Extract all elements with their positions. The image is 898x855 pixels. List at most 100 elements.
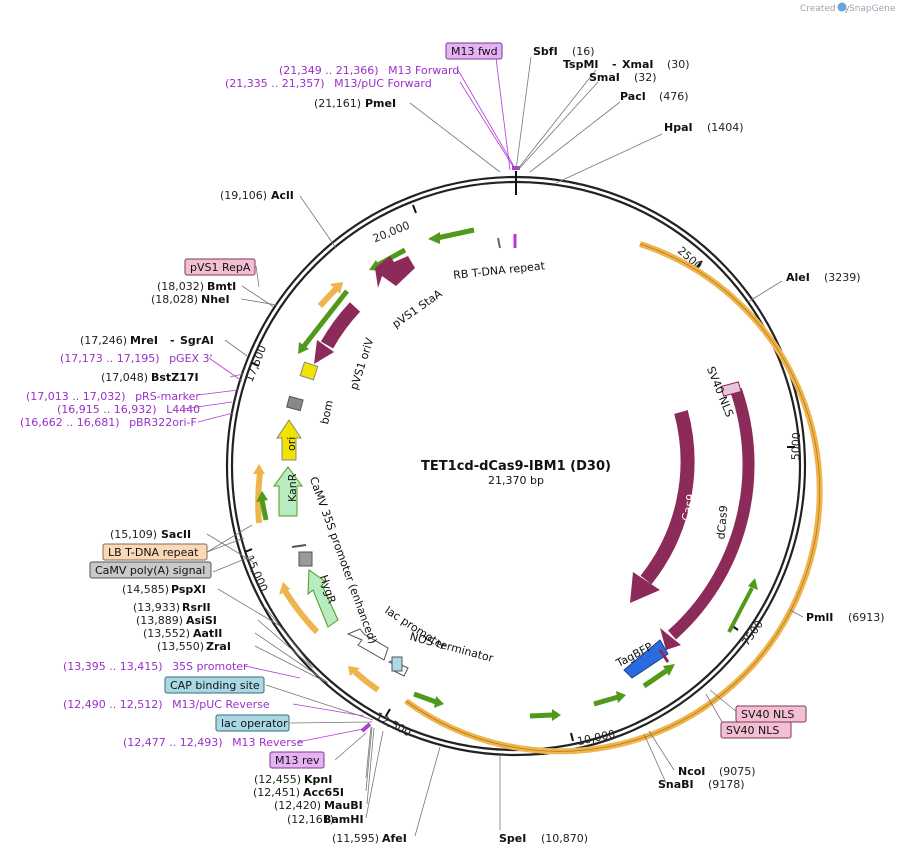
tick-20000 bbox=[412, 204, 417, 214]
features bbox=[253, 166, 823, 755]
site-paci-pos: (476) bbox=[659, 90, 689, 103]
site-spei[interactable]: SpeI (10,870) bbox=[499, 832, 588, 845]
primer-m13-forward[interactable]: (21,349 .. 21,366) M13 Forward bbox=[279, 64, 459, 77]
primer-l4440[interactable]: (16,915 .. 16,932) L4440 bbox=[57, 403, 200, 416]
green-arrow-1 bbox=[436, 227, 475, 241]
site-tspmi[interactable]: TspMI - XmaI (30) bbox=[563, 58, 690, 71]
site-rsrii-name: RsrII bbox=[182, 601, 211, 614]
site-sacii[interactable]: (15,109) SacII bbox=[110, 528, 191, 541]
orange-arc-lower-left-head bbox=[279, 582, 290, 595]
green-arrows bbox=[256, 227, 758, 721]
site-bmti[interactable]: (18,032) BmtI bbox=[157, 280, 236, 293]
plasmid-length: 21,370 bp bbox=[488, 474, 544, 487]
primer-pgex-3[interactable]: (17,173 .. 17,195) pGEX 3' bbox=[60, 352, 213, 365]
box-lac-operator[interactable]: lac operator bbox=[215, 714, 290, 732]
box-sv40-nls-2[interactable]: SV40 NLS bbox=[720, 721, 792, 739]
site-asisi[interactable]: (13,889) AsiSI bbox=[136, 614, 217, 627]
site-snabi-pos: (9178) bbox=[708, 778, 745, 791]
rb-tdna-mark bbox=[497, 237, 501, 249]
map-title: TET1cd-dCas9-IBM1 (D30) 21,370 bp bbox=[421, 459, 611, 487]
tick-17500 bbox=[251, 362, 260, 367]
site-maubi[interactable]: (12,420) MauBI bbox=[274, 799, 363, 812]
tick-2500 bbox=[695, 260, 703, 269]
site-acc65i[interactable]: (12,451) Acc65I bbox=[253, 786, 344, 799]
site-alei-pos: (3239) bbox=[824, 271, 861, 284]
site-mrei[interactable]: (17,246) MreI - SgrAI bbox=[80, 334, 214, 347]
site-nhei-name: NheI bbox=[201, 293, 230, 306]
box-sv40-nls-1[interactable]: SV40 NLS bbox=[735, 705, 807, 723]
site-bamhi[interactable]: (12,161) BamHI bbox=[287, 813, 364, 826]
primer-35s-promoter[interactable]: (13,395 .. 13,415) 35S promoter bbox=[63, 660, 248, 673]
site-ncoi[interactable]: NcoI (9075) bbox=[678, 765, 756, 778]
site-bstz17i[interactable]: (17,048) BstZ17I bbox=[101, 371, 199, 384]
snapgene-logo-icon bbox=[837, 2, 847, 12]
site-sbfi[interactable]: SbfI (16) bbox=[533, 45, 595, 58]
credit-created-by: Created by bbox=[800, 4, 850, 14]
site-kpni-name: KpnI bbox=[304, 773, 332, 786]
site-bstz17i-pos: (17,048) bbox=[101, 371, 148, 384]
site-pmli-name: PmlI bbox=[806, 611, 833, 624]
site-hpai-name: HpaI bbox=[664, 121, 693, 134]
box-lb-tdna-repeat[interactable]: LB T-DNA repeat bbox=[102, 543, 208, 561]
camv-polya-block bbox=[298, 551, 313, 567]
box-camv-polya[interactable]: CaMV poly(A) signal bbox=[89, 561, 212, 579]
pvs1-oriv-arc bbox=[320, 302, 361, 349]
site-acli[interactable]: (19,106) AclI bbox=[220, 189, 294, 202]
green-arrow-6-head bbox=[616, 691, 626, 703]
site-smai-name: SmaI bbox=[589, 71, 620, 84]
site-alei[interactable]: AleI (3239) bbox=[786, 271, 861, 284]
site-pspxi[interactable]: (14,585) PspXI bbox=[122, 583, 206, 596]
orange-arc-outer-edge bbox=[405, 243, 821, 752]
site-afei[interactable]: (11,595) AfeI bbox=[332, 832, 407, 845]
orange-arc-bottom-left-head bbox=[348, 666, 360, 676]
site-hpai-pos: (1404) bbox=[707, 121, 744, 134]
site-acli-pos: (19,106) bbox=[220, 189, 267, 202]
site-spei-name: SpeI bbox=[499, 832, 526, 845]
feat-ori: ori bbox=[285, 437, 298, 451]
box-m13-rev[interactable]: M13 rev bbox=[269, 751, 325, 769]
site-nhei[interactable]: (18,028) NheI bbox=[151, 293, 230, 306]
green-arrow-8 bbox=[413, 691, 437, 705]
primer-m13-puc-forward[interactable]: (21,335 .. 21,357) M13/pUC Forward bbox=[225, 77, 432, 90]
green-arrow-9 bbox=[259, 499, 269, 521]
site-labels: SbfI (16) TspMI - XmaI (30) SmaI (32) Pa… bbox=[80, 45, 885, 845]
cap-lac-small-blocks bbox=[391, 656, 403, 672]
site-afei-name: AfeI bbox=[382, 832, 407, 845]
box-cap-binding-site-text: CAP binding site bbox=[170, 679, 260, 692]
site-tspmi-pos: (30) bbox=[667, 58, 690, 71]
site-acc65i-pos: (12,451) bbox=[253, 786, 300, 799]
site-sbfi-name: SbfI bbox=[533, 45, 558, 58]
site-zrai[interactable]: (13,550) ZraI bbox=[157, 640, 231, 653]
tick-label-5000: 5000 bbox=[789, 432, 803, 460]
site-asisi-name: AsiSI bbox=[186, 614, 217, 627]
site-kpni[interactable]: (12,455) KpnI bbox=[254, 773, 332, 786]
site-pmei[interactable]: (21,161) PmeI bbox=[314, 97, 396, 110]
cas9-arc bbox=[640, 410, 695, 585]
snapgene-credit: Created by SnapGene bbox=[800, 2, 896, 14]
box-camv-polya-bg bbox=[89, 561, 212, 579]
primer-pbr322ori-f[interactable]: (16,662 .. 16,681) pBR322ori-F bbox=[20, 416, 197, 429]
site-rsrii[interactable]: (13,933) RsrII bbox=[133, 601, 211, 614]
primer-m13-reverse[interactable]: (12,477 .. 12,493) M13 Reverse bbox=[123, 736, 303, 749]
site-aatii[interactable]: (13,552) AatII bbox=[143, 627, 222, 640]
box-sv40-nls-2-bg bbox=[720, 721, 792, 739]
yellow-square-feature bbox=[299, 361, 319, 381]
site-ncoi-pos: (9075) bbox=[719, 765, 756, 778]
primer-m13-puc-reverse[interactable]: (12,490 .. 12,512) M13/pUC Reverse bbox=[63, 698, 270, 711]
box-m13-fwd[interactable]: M13 fwd bbox=[445, 42, 503, 60]
site-alei-name: AleI bbox=[786, 271, 810, 284]
site-paci[interactable]: PacI (476) bbox=[620, 90, 689, 103]
site-pmli[interactable]: PmlI (6913) bbox=[806, 611, 885, 624]
tick-12500 bbox=[385, 708, 391, 717]
site-hpai[interactable]: HpaI (1404) bbox=[664, 121, 744, 134]
site-smai[interactable]: SmaI (32) bbox=[589, 71, 657, 84]
box-pvs1-repa-bg bbox=[184, 258, 256, 276]
box-pvs1-repa[interactable]: pVS1 RepA bbox=[184, 258, 256, 276]
m13-rev-bar bbox=[360, 722, 372, 733]
green-arrow-9-head bbox=[256, 491, 268, 502]
site-snabi[interactable]: SnaBI (9178) bbox=[658, 778, 745, 791]
hygr-arrow bbox=[307, 569, 339, 628]
box-cap-binding-site[interactable]: CAP binding site bbox=[164, 676, 265, 694]
primer-prs-marker[interactable]: (17,013 .. 17,032) pRS-marker bbox=[26, 390, 200, 403]
